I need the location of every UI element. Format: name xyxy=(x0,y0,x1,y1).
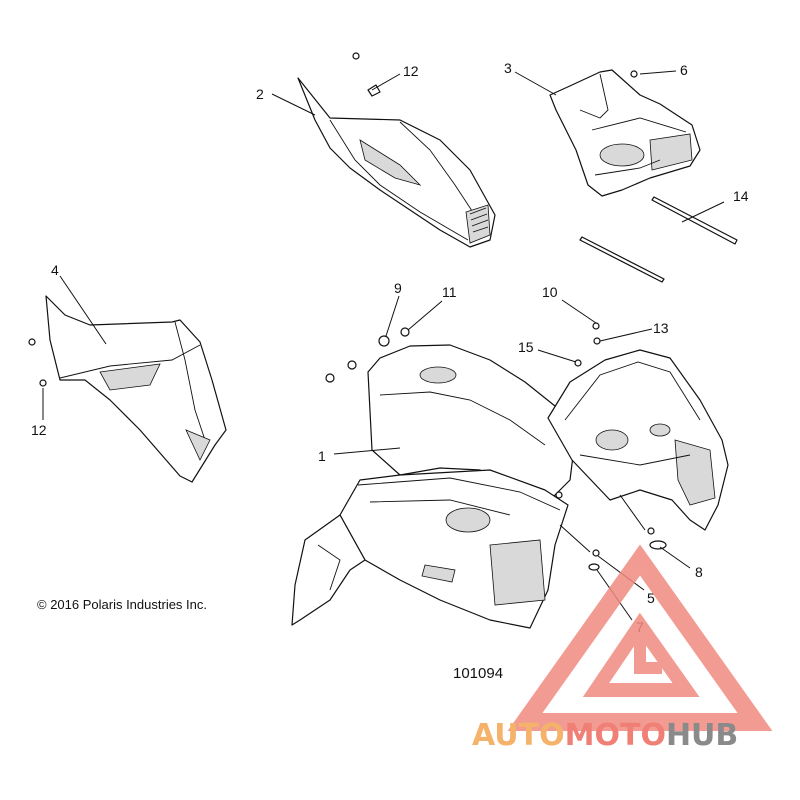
callout-13: 13 xyxy=(653,320,669,336)
callout-9: 9 xyxy=(394,280,402,296)
brand-hub: HUB xyxy=(665,718,739,753)
callout-1: 1 xyxy=(318,448,326,464)
callout-11: 11 xyxy=(442,284,457,300)
callout-12-left: 12 xyxy=(31,422,47,438)
callout-10: 10 xyxy=(542,284,558,300)
callout-14: 14 xyxy=(733,188,749,204)
callout-6: 6 xyxy=(680,62,688,78)
part-4-side-panel xyxy=(45,295,227,483)
part-1-storage-box xyxy=(547,349,729,531)
brand-auto: AUTO xyxy=(472,718,565,753)
figure-number: 101094 xyxy=(453,665,504,682)
callout-5: 5 xyxy=(647,590,655,606)
part-14-rod xyxy=(579,196,738,283)
callout-2: 2 xyxy=(256,86,264,102)
callout-12-top: 12 xyxy=(403,63,419,79)
part-3-bracket xyxy=(549,69,701,197)
watermark-brand: AUTOMOTOHUB xyxy=(472,718,738,753)
watermark-triangle-icon xyxy=(507,544,773,731)
callout-labels: 1 2 3 4 5 6 7 8 9 10 11 12 12 13 14 15 xyxy=(31,60,749,635)
callout-3: 3 xyxy=(504,60,512,76)
callout-8: 8 xyxy=(695,564,703,580)
callout-4: 4 xyxy=(51,262,59,278)
callout-15: 15 xyxy=(518,339,534,355)
part-2-side-panel xyxy=(297,77,496,248)
copyright-text: © 2016 Polaris Industries Inc. xyxy=(37,597,207,612)
part-1-front-body xyxy=(291,344,576,629)
brand-moto: MOTO xyxy=(564,718,666,753)
